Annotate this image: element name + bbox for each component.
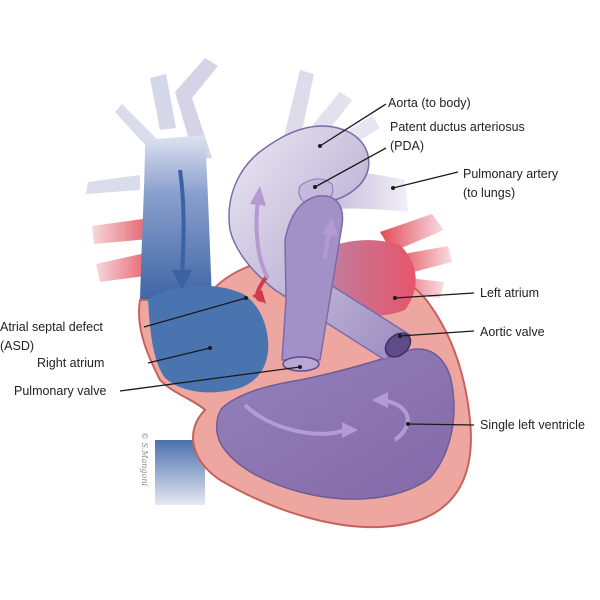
label-asd-line1: Atrial septal defect [0, 320, 103, 334]
superior-vena-cava [140, 135, 212, 300]
flow-arrows [172, 169, 410, 442]
label-right-atrium: Right atrium [37, 356, 104, 370]
label-asd-line2: (ASD) [0, 339, 34, 353]
label-aorta: Aorta (to body) [388, 96, 471, 110]
head-vessels-left [86, 58, 218, 194]
label-pda-line1: Patent ductus arteriosus [390, 120, 525, 134]
artist-signature: © S.Mangoni [140, 432, 149, 486]
inferior-vena-cava [155, 440, 205, 505]
right-atrium-chamber [148, 285, 269, 393]
label-single-left-ventricle: Single left ventricle [480, 418, 585, 432]
label-pulmonary-valve: Pulmonary valve [14, 384, 106, 398]
label-aortic-valve: Aortic valve [480, 325, 545, 339]
label-left-atrium: Left atrium [480, 286, 539, 300]
leader-lines [119, 103, 475, 426]
single-ventricle-chamber [216, 348, 455, 500]
labels: Aorta (to body) Patent ductus arteriosus… [0, 96, 585, 432]
label-pda-line2: (PDA) [390, 139, 424, 153]
label-pulmonary-artery-line1: Pulmonary artery [463, 167, 559, 181]
label-pulmonary-artery-line2: (to lungs) [463, 186, 515, 200]
